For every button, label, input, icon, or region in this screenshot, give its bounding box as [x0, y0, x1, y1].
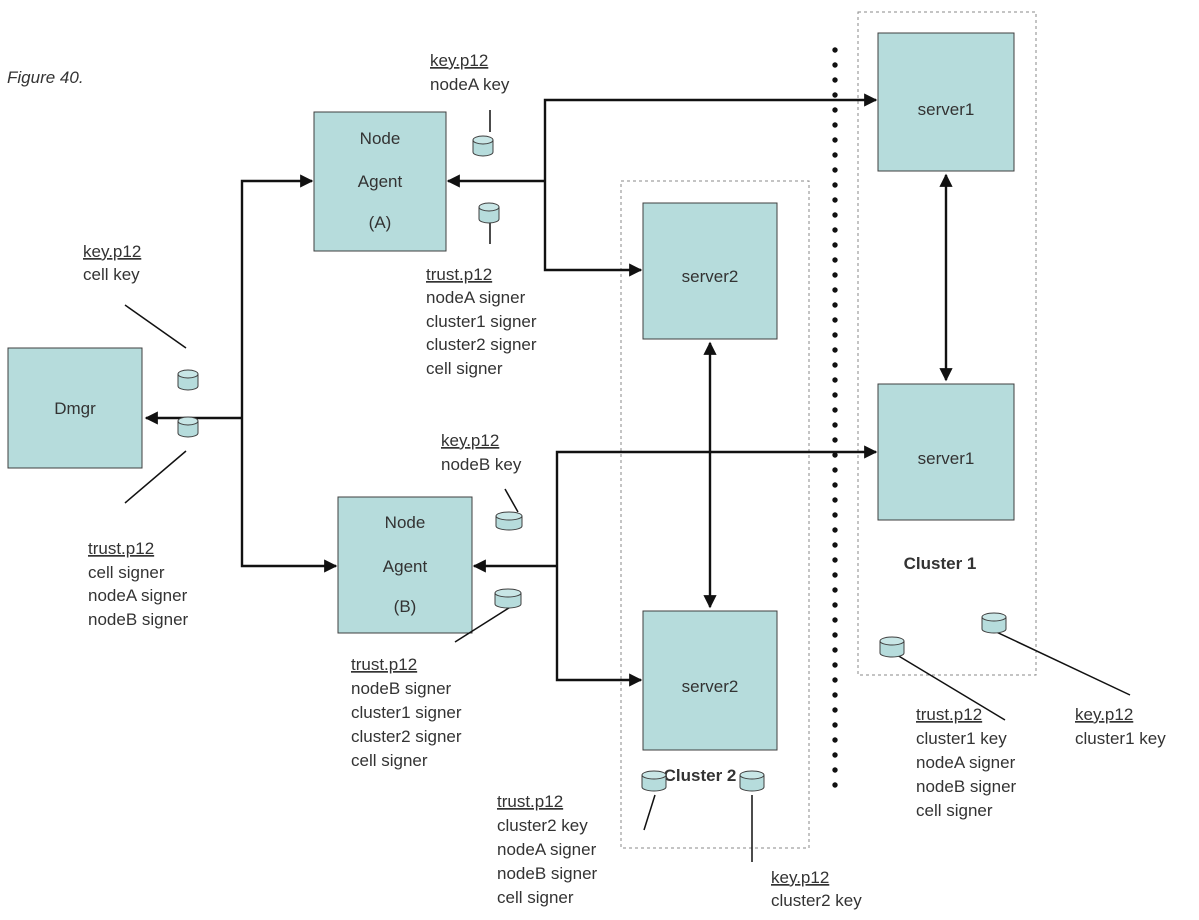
cluster-1-boundary	[857, 11, 1037, 676]
node-agent-a-line-3: (A)	[369, 213, 392, 232]
server1-top-box	[877, 32, 1015, 172]
store-entry: nodeA signer	[916, 753, 1016, 772]
store-file-name: trust.p12	[426, 265, 492, 284]
store-entry: nodeA signer	[88, 586, 188, 605]
node-b-to-server2-arrow	[555, 566, 643, 687]
store-entry: cell signer	[497, 888, 574, 907]
dmgr-label: Dmgr	[54, 399, 96, 418]
store-entry: cluster2 key	[497, 816, 588, 835]
database-cylinder-icon	[495, 511, 523, 531]
node-agent-b-box	[337, 496, 473, 634]
connectors	[144, 93, 953, 687]
node-agent-a-box	[313, 111, 447, 252]
store-entry: nodeB signer	[497, 864, 598, 883]
store-entry: cell signer	[351, 751, 428, 770]
store-entry: nodeB key	[441, 455, 522, 474]
store-entry: nodeB signer	[351, 679, 452, 698]
server2-bottom-label: server2	[682, 677, 739, 696]
database-cylinder-icon	[494, 588, 522, 609]
store-file-name: key.p12	[83, 242, 141, 261]
node-agent-a-line-1: Node	[360, 129, 401, 148]
node-b-trust-store-label: trust.p12 nodeB signer cluster1 signer c…	[351, 655, 462, 770]
store-entry: cluster2 key	[771, 891, 862, 910]
node-agent-b-line-3: (B)	[394, 597, 417, 616]
cluster-2-label: Cluster 2	[664, 766, 737, 785]
figure-title: Figure 40.	[7, 68, 84, 87]
store-entry: cell signer	[88, 563, 165, 582]
database-cylinder-icon	[177, 416, 199, 438]
leader-lines	[124, 110, 1131, 862]
store-entry: nodeA signer	[497, 840, 597, 859]
server2-bottom-box	[642, 610, 778, 751]
dmgr-to-node-a-arrow	[240, 174, 314, 418]
store-file-name: key.p12	[441, 431, 499, 450]
store-entry: cluster1 key	[1075, 729, 1166, 748]
store-file-name: trust.p12	[497, 792, 563, 811]
database-cylinder-icon	[981, 612, 1007, 634]
node-b-to-server1-arrow	[555, 445, 878, 566]
store-entry: nodeB signer	[88, 610, 189, 629]
cluster2-key-store-label: key.p12 cluster2 key	[771, 868, 862, 910]
node-agent-b-line-2: Agent	[383, 557, 428, 576]
store-entry: cell signer	[916, 801, 993, 820]
node-agent-b-line-1: Node	[385, 513, 426, 532]
node-a-to-server1-arrow	[543, 93, 878, 181]
node-a-to-server2-arrow	[543, 181, 643, 277]
server1-bottom-label: server1	[918, 449, 975, 468]
dmgr-box	[7, 347, 143, 469]
store-entry: cluster1 key	[916, 729, 1007, 748]
node-agent-a-line-2: Agent	[358, 172, 403, 191]
cluster-1-label: Cluster 1	[904, 554, 977, 573]
store-entry: cell key	[83, 265, 140, 284]
database-cylinder-icon	[478, 202, 500, 224]
store-file-name: key.p12	[430, 51, 488, 70]
server1-bottom-box	[877, 383, 1015, 521]
store-entry: cluster1 signer	[426, 312, 537, 331]
store-entry: cluster2 signer	[351, 727, 462, 746]
store-file-name: key.p12	[771, 868, 829, 887]
cluster1-key-store-label: key.p12 cluster1 key	[1075, 705, 1166, 748]
server1-top-label: server1	[918, 100, 975, 119]
dmgr-to-node-b-arrow	[240, 418, 338, 573]
server2-top-box	[642, 202, 778, 340]
store-entry: nodeA signer	[426, 288, 526, 307]
cluster2-trust-store-label: trust.p12 cluster2 key nodeA signer node…	[497, 792, 598, 907]
database-cylinder-icon	[472, 135, 494, 157]
store-file-name: trust.p12	[351, 655, 417, 674]
store-entry: nodeB signer	[916, 777, 1017, 796]
cluster1-trust-store-label: trust.p12 cluster1 key nodeA signer node…	[916, 705, 1017, 820]
database-cylinder-icon	[641, 770, 667, 792]
cluster-2-boundary	[620, 180, 810, 849]
store-entry: cell signer	[426, 359, 503, 378]
dmgr-key-store-label: key.p12 cell key	[83, 242, 141, 284]
store-entry: cluster1 signer	[351, 703, 462, 722]
dotted-separator	[832, 47, 838, 788]
store-file-name: key.p12	[1075, 705, 1133, 724]
node-a-key-store-label: key.p12 nodeA key	[430, 51, 510, 94]
dmgr-trust-store-label: trust.p12 cell signer nodeA signer nodeB…	[88, 539, 189, 629]
store-entry: nodeA key	[430, 75, 510, 94]
server2-top-label: server2	[682, 267, 739, 286]
store-file-name: trust.p12	[916, 705, 982, 724]
database-cylinder-icon	[177, 369, 199, 391]
database-cylinder-icon	[879, 636, 905, 658]
database-cylinder-icon	[739, 770, 765, 792]
store-entry: cluster2 signer	[426, 335, 537, 354]
store-file-name: trust.p12	[88, 539, 154, 558]
node-b-key-store-label: key.p12 nodeB key	[441, 431, 522, 474]
node-a-trust-store-label: trust.p12 nodeA signer cluster1 signer c…	[426, 265, 537, 378]
